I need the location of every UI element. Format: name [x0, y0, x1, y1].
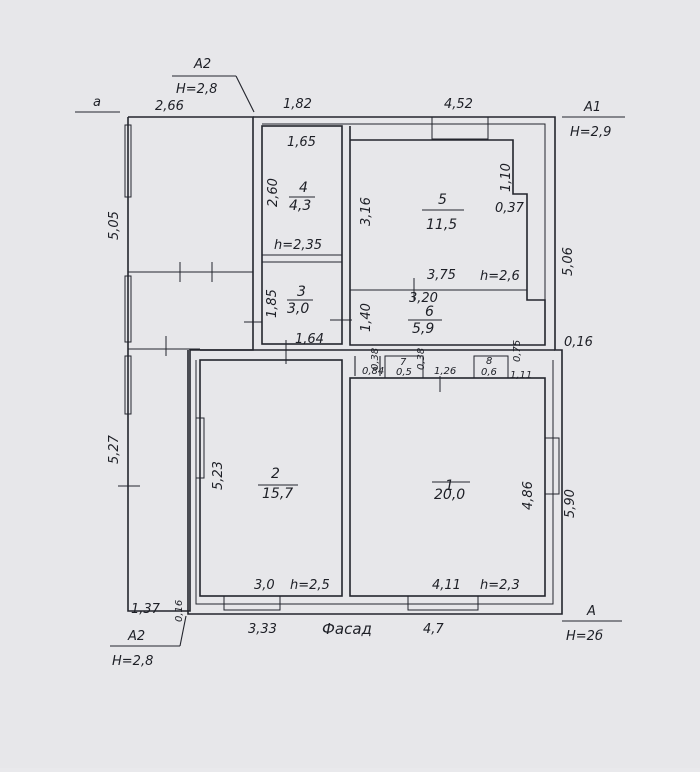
axis-lines — [75, 75, 625, 647]
window-room-2-side — [195, 417, 205, 479]
room-2-area: 15,7 — [262, 486, 293, 502]
window-room-2-front — [223, 595, 281, 611]
dim-506: 5,06 — [561, 247, 576, 276]
axis-a2-bottom-leader — [179, 615, 187, 647]
dim-590: 5,90 — [563, 489, 578, 518]
window-room-5 — [431, 116, 489, 140]
window-room-1-side — [544, 437, 560, 495]
dimension-labels: 2,66 1,82 4,52 5,05 5,27 1,65 2,60 3,16 … — [107, 97, 593, 637]
dim-375: 3,75 — [427, 268, 456, 283]
dim-47: 4,7 — [423, 622, 444, 637]
axis-a2-top-leader — [235, 75, 255, 113]
window-annex-2 — [124, 275, 132, 343]
dim-037: 0,37 — [495, 201, 525, 216]
room-4-3-block — [261, 125, 343, 345]
height-25: h=2,5 — [290, 578, 330, 593]
dim-016: 0,16 — [564, 335, 593, 350]
windows — [124, 116, 560, 611]
window-room-1-front — [407, 595, 479, 611]
axis-a2-bottom-label: A2 — [127, 629, 145, 644]
dim-320: 3,20 — [409, 291, 438, 306]
axis-a1-label: A1 — [583, 100, 601, 115]
axis-a2-top-label: A2 — [193, 57, 211, 72]
room-7-number: 7 — [400, 357, 407, 368]
room-labels: 1 20,0 2 15,7 3 3,0 4 4,3 5 11,5 6 5,9 7… — [258, 180, 497, 503]
room-5-number: 5 — [438, 192, 447, 208]
dim-left-505: 5,05 — [107, 211, 122, 240]
dim-075: 0,75 — [512, 340, 523, 362]
axis-a1-height: H=2,9 — [570, 125, 611, 140]
dim-486: 4,86 — [521, 481, 536, 510]
facade-label: Фасад — [322, 620, 372, 638]
room-6-number: 6 — [425, 304, 434, 320]
dim-260: 2,60 — [266, 178, 281, 207]
room-3-area: 3,0 — [287, 301, 309, 317]
dim-316: 3,16 — [359, 197, 374, 226]
room-7-area: 0,5 — [396, 367, 412, 378]
axis-a-right-label: A — [586, 604, 596, 619]
dim-111: 1,11 — [510, 370, 532, 381]
room-5-outline — [349, 126, 546, 346]
room-8-area: 0,6 — [481, 367, 497, 378]
axis-a2-top-height: H=2,8 — [176, 82, 217, 97]
height-26: h=2,6 — [480, 269, 520, 284]
height-23: h=2,3 — [480, 578, 520, 593]
window-annex-3 — [124, 355, 132, 415]
dim-110: 1,10 — [499, 163, 514, 192]
dim-30: 3,0 — [254, 578, 275, 593]
dim-top-266: 2,66 — [155, 99, 184, 114]
dim-523: 5,23 — [211, 461, 226, 490]
window-annex-1 — [124, 124, 132, 198]
room-3-number: 3 — [297, 284, 306, 300]
room-1-area: 20,0 — [434, 487, 465, 503]
axis-label-group: a A2 H=2,8 A1 H=2,9 A H=2б A2 H=2,8 — [93, 57, 611, 669]
height-labels: h=2,35 h=2,6 h=2,5 h=2,3 — [274, 238, 520, 593]
dim-411: 4,11 — [432, 578, 461, 593]
dim-137: 1,37 — [131, 602, 161, 617]
room-8-number: 8 — [486, 356, 492, 367]
house-inner-outline — [262, 123, 546, 345]
door-marks — [118, 262, 441, 487]
axis-a2-bottom-height: H=2,8 — [112, 654, 153, 669]
room-5-area: 11,5 — [426, 217, 457, 233]
dim-165: 1,65 — [287, 135, 316, 150]
dim-126: 1,26 — [434, 366, 456, 377]
dim-185: 1,85 — [265, 289, 280, 318]
room-6-area: 5,9 — [412, 321, 434, 337]
dim-left-527: 5,27 — [107, 434, 122, 464]
house-inner-bottom — [195, 360, 554, 605]
dim-038b: 0,38 — [416, 348, 427, 370]
room-4-area: 4,3 — [289, 198, 311, 214]
room-2-number: 2 — [271, 466, 280, 482]
dim-038: 0,38 — [370, 348, 381, 370]
dim-333: 3,33 — [248, 622, 277, 637]
axis-a-label: a — [93, 95, 101, 110]
dim-016b: 0,16 — [174, 600, 185, 622]
dim-top-452: 4,52 — [444, 97, 473, 112]
dim-top-182: 1,82 — [283, 97, 312, 112]
room-1-number: 1 — [445, 478, 454, 494]
dim-084: 0,84 — [362, 366, 384, 377]
axis-a-right-height: H=2б — [566, 629, 603, 644]
dim-164: 1,64 — [295, 332, 324, 347]
dim-140: 1,40 — [359, 303, 374, 332]
height-235: h=2,35 — [274, 238, 322, 253]
room-4-number: 4 — [299, 180, 308, 196]
